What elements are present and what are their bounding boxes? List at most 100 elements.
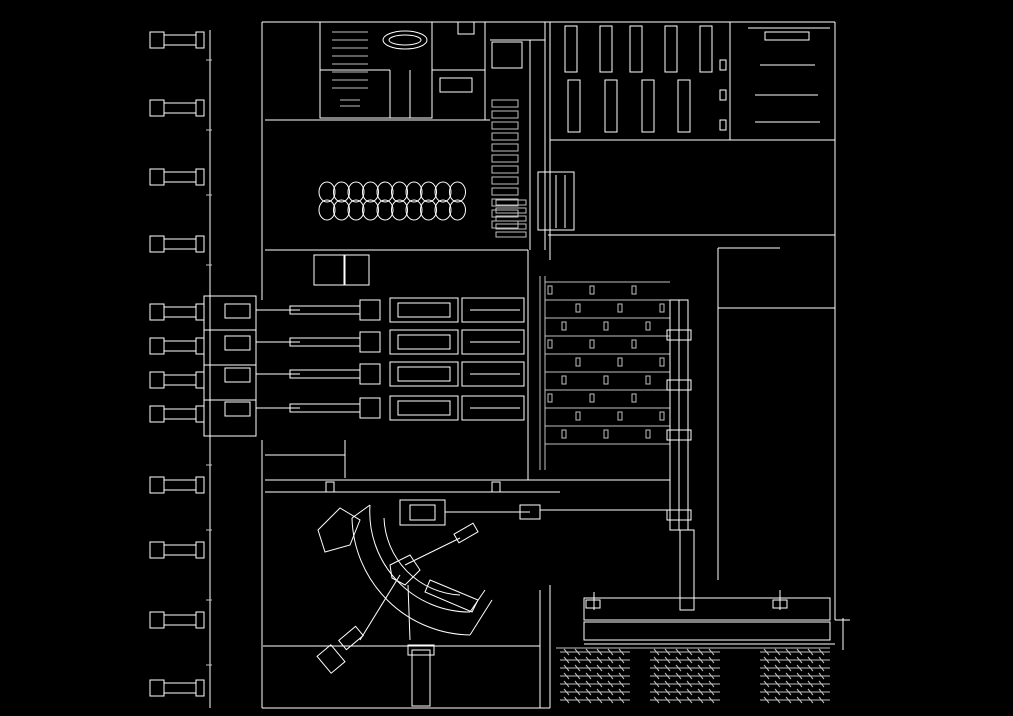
bay-marker <box>720 120 726 130</box>
bench-seat <box>676 697 681 703</box>
bench-seat <box>775 689 780 695</box>
shelf-unit <box>492 111 518 118</box>
round-table <box>348 200 364 220</box>
lower-right-lab <box>584 590 850 650</box>
truck-dock <box>150 477 204 493</box>
round-table <box>377 182 393 202</box>
bench-seat <box>665 657 670 663</box>
truck-dock <box>150 680 204 696</box>
truck-docks <box>150 32 204 696</box>
shelf-unit <box>496 232 526 237</box>
bench-seat <box>687 689 692 695</box>
bench-seat <box>687 681 692 687</box>
bench-seat <box>687 665 692 671</box>
bench-seat <box>619 681 624 687</box>
bench-seat <box>687 649 692 655</box>
grid-cell-marker <box>548 286 552 294</box>
round-table <box>363 182 379 202</box>
bench-seat <box>608 681 613 687</box>
bench-seat <box>586 673 591 679</box>
round-table <box>421 200 437 220</box>
bench-seat <box>786 673 791 679</box>
bench-seat <box>698 665 703 671</box>
bench-seat <box>597 673 602 679</box>
bench-seat <box>586 665 591 671</box>
bench-seat <box>786 657 791 663</box>
truck-dock <box>150 542 204 558</box>
round-table <box>334 200 350 220</box>
bench-seat <box>687 673 692 679</box>
bench-seat <box>597 657 602 663</box>
round-table <box>392 182 408 202</box>
bench-seat <box>564 681 569 687</box>
top-right-bays <box>538 22 835 260</box>
grid-cell-marker <box>646 430 650 438</box>
bench-seat <box>797 673 802 679</box>
bay-unit <box>630 26 642 72</box>
bench-seat <box>786 649 791 655</box>
bench-seat <box>564 697 569 703</box>
bench-seat <box>597 665 602 671</box>
bench-seat <box>797 681 802 687</box>
bench-seat <box>665 673 670 679</box>
bench-seat <box>608 657 613 663</box>
bench-seat <box>709 681 714 687</box>
process-area-frame <box>204 250 528 480</box>
round-table <box>435 200 451 220</box>
grid-cell-marker <box>660 304 664 312</box>
grid-cell-marker <box>562 322 566 330</box>
production-lines <box>225 298 524 420</box>
grid-cell-marker <box>590 286 594 294</box>
truck-dock <box>150 338 204 354</box>
bench-seat <box>797 649 802 655</box>
conveyor-vertical <box>667 300 694 610</box>
shelf-unit <box>492 122 518 129</box>
bench-seat <box>575 665 580 671</box>
bench-seat <box>709 689 714 695</box>
bench-seat <box>698 681 703 687</box>
round-table <box>450 200 466 220</box>
bench-seat <box>575 681 580 687</box>
bench-seat <box>654 689 659 695</box>
bay-unit <box>665 26 677 72</box>
grid-cell-marker <box>660 412 664 420</box>
grid-cell-marker <box>562 430 566 438</box>
bench-seat <box>808 681 813 687</box>
truck-dock <box>150 169 204 185</box>
grid-cell-marker <box>562 376 566 384</box>
bench-seat <box>586 681 591 687</box>
grid-cell-marker <box>646 322 650 330</box>
bench-seat <box>619 649 624 655</box>
bench-seat <box>654 649 659 655</box>
bench-seat <box>775 681 780 687</box>
grid-cell-marker <box>604 322 608 330</box>
grid-cell-marker <box>576 412 580 420</box>
bench-seat <box>575 649 580 655</box>
bench-seat <box>619 673 624 679</box>
shelf-unit <box>496 208 526 213</box>
storage-grid <box>540 276 670 470</box>
shelf-unit <box>496 224 526 229</box>
bench-seat <box>676 649 681 655</box>
grid-cell-marker <box>660 358 664 366</box>
bench-seat <box>676 681 681 687</box>
bench-seat <box>764 673 769 679</box>
shelf-unit <box>492 188 518 195</box>
production-line <box>225 396 524 420</box>
round-table <box>392 200 408 220</box>
production-line <box>225 330 524 354</box>
bay-unit <box>568 80 580 132</box>
bench-seat <box>619 665 624 671</box>
shelf-unit <box>496 216 526 221</box>
round-table <box>450 182 466 202</box>
bench-seat <box>808 673 813 679</box>
bench-seat <box>698 649 703 655</box>
truck-dock <box>150 236 204 252</box>
bench-seat <box>597 649 602 655</box>
shelf-unit <box>492 199 518 206</box>
bay-unit <box>700 26 712 72</box>
bench-seat <box>786 697 791 703</box>
bay-marker <box>720 90 726 100</box>
grid-cell-marker <box>590 340 594 348</box>
bench-seat <box>586 657 591 663</box>
